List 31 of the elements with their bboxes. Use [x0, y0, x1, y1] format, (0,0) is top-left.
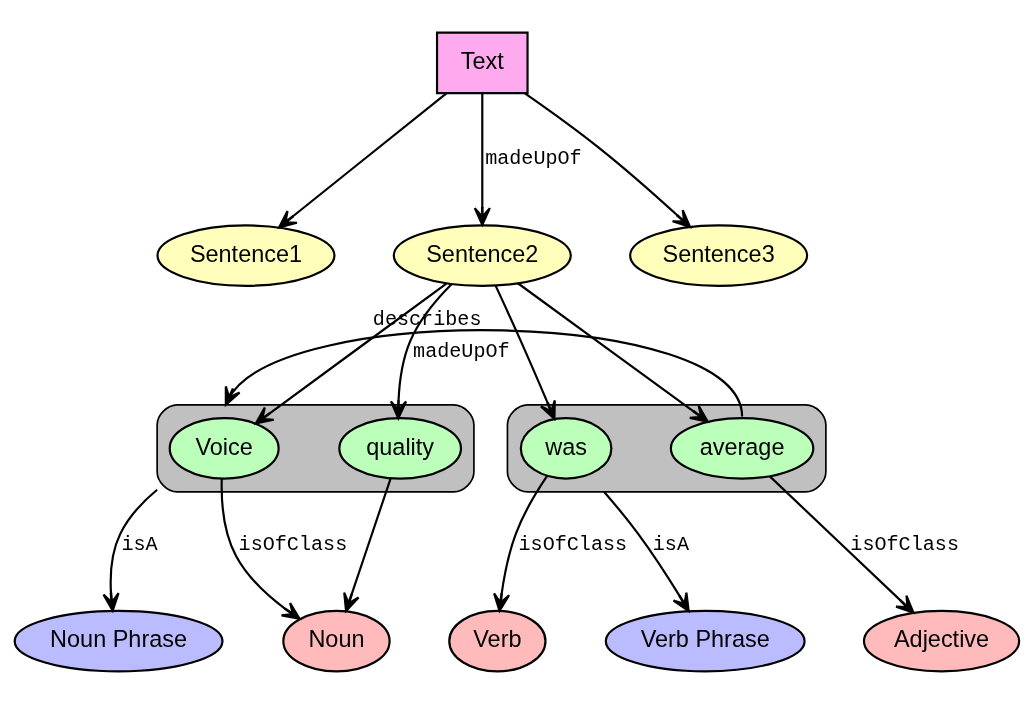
- node-ellipse: Voice: [168, 417, 280, 480]
- arrow: [493, 475, 549, 612]
- node-ellipse: Noun: [282, 609, 391, 673]
- edge-label: isOfClass: [518, 532, 628, 556]
- node-ellipse: was: [519, 417, 613, 480]
- arrow: [769, 475, 915, 614]
- arrow: [524, 92, 692, 229]
- node-ellipse: Noun Phrase: [13, 609, 224, 673]
- arrow: [102, 488, 158, 612]
- arrow: [278, 92, 448, 229]
- edge-label: isOfClass: [238, 532, 348, 556]
- arrow: [494, 285, 556, 420]
- node-ellipse: Sentence2: [392, 224, 572, 287]
- node-ellipse: Verb Phrase: [604, 609, 806, 673]
- arrow: [603, 491, 690, 612]
- edge-label: isOfClass: [850, 532, 959, 556]
- node-box: Text: [435, 31, 529, 95]
- node-ellipse: Verb: [448, 609, 547, 673]
- edge-label: isA: [652, 532, 689, 556]
- arrow: [517, 282, 709, 423]
- edge-label: isA: [121, 532, 158, 556]
- node-ellipse: Sentence1: [156, 224, 336, 287]
- edge-label: madeUpOf: [485, 147, 582, 171]
- edge-label: madeUpOf: [413, 340, 510, 364]
- arrow: [473, 93, 491, 226]
- arrow: [254, 282, 448, 425]
- node-ellipse: quality: [338, 417, 463, 480]
- node-ellipse: average: [669, 417, 815, 480]
- node-ellipse: Sentence3: [629, 224, 809, 287]
- node-ellipse: Adjective: [862, 609, 1021, 673]
- arrow: [220, 478, 301, 620]
